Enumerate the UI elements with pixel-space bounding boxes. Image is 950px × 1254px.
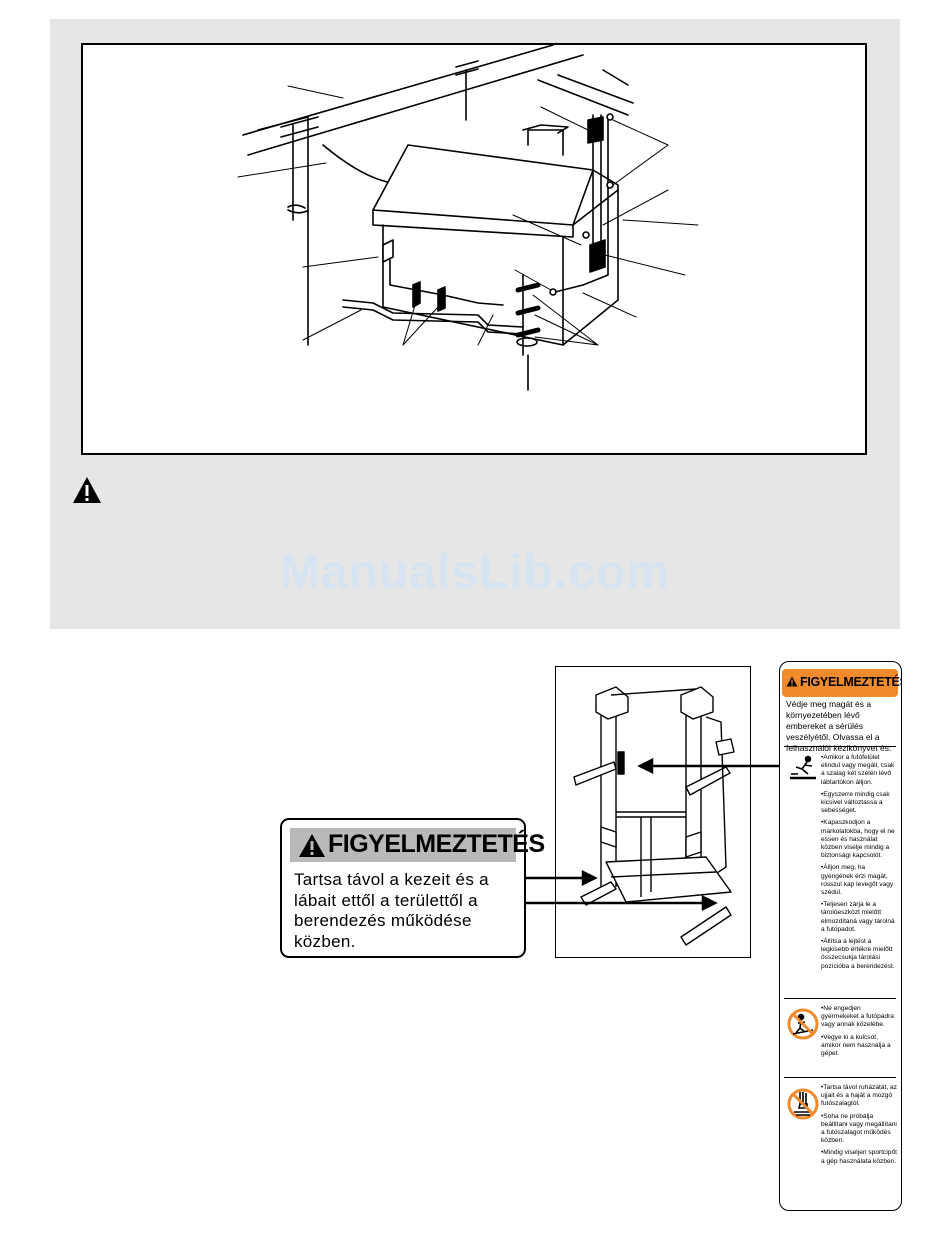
bullet-item: •Kapaszkodjon a markolatokba, hogy el ne… [821,819,895,860]
label-line: közben. [294,931,356,951]
bullet-list: •Amikor a futófelület elindul vagy megál… [821,754,897,975]
hand-entanglement-icon [787,1088,819,1120]
watermark: ManualsLib.com [279,546,671,599]
divider [784,746,896,747]
bullet-item: •Teljesen zárja le a tárolóeszközt mielő… [821,901,895,933]
warning-triangle-icon [299,834,325,857]
bullet-list: •Tartsa távol ruházatát, az ujjait és a … [821,1084,897,1170]
bullet-item: •Amikor a futófelület elindul vagy megál… [821,754,895,786]
label-intro: Védje meg magát és a környezetében lévő … [786,699,892,753]
label-header: FIGYELMEZTETÉS [782,669,901,697]
bullet-item: •Vegye ki a kulcsot, amikor nem használj… [821,1033,891,1058]
bullet-item: •Egyszerre mindig csak kicsivel változta… [821,790,890,815]
antenna-grounding-diagram [81,43,867,455]
label-title: FIGYELMEZTETÉS [328,830,545,858]
no-children-icon [787,1008,819,1040]
divider [784,998,896,999]
utility-pole-left [257,116,309,346]
label-body: Tartsa távol a kezeit és a lábait ettől … [294,870,522,952]
divider [784,1077,896,1078]
warning-triangle-icon [786,676,798,687]
bullet-item: •Állítsa a lejtést a legkisebb értékre m… [821,938,895,970]
label-line: berendezés működése [294,911,472,930]
warning-triangle-icon [73,477,101,503]
bullet-item: •Álljon meg, ha gyengének érzi magát, ro… [821,864,894,897]
label-line: Tartsa távol a kezeit és a [294,870,489,889]
treadmill-drawing [573,686,735,946]
small-warning-label: FIGYELMEZTETÉS Tartsa távol a kezeit és … [280,818,545,958]
bullet-item: •Ne engedjen gyermekeket a futópadra vag… [821,1005,894,1029]
bullet-list: •Ne engedjen gyermekeket a futópadra vag… [821,1005,897,1062]
label-header: FIGYELMEZTETÉS [290,828,545,862]
bullet-item: •Tartsa távol ruházatát, az ujjait és a … [821,1084,897,1108]
house-diagram-drawing [237,45,699,391]
label-title: FIGYELMEZTETÉS [800,675,902,689]
bullet-item: •Soha ne próbálja beállítani vagy megáll… [821,1112,897,1145]
large-warning-label: FIGYELMEZTETÉS Védje meg magát és a körn… [779,661,902,1211]
slip-fall-icon [790,755,816,780]
bullet-item: •Mindig viseljen sportcipőt a gép haszná… [821,1149,897,1165]
treadmill-drawing-frame [555,666,751,958]
label-line: lábait ettől a területtől a [294,890,478,910]
